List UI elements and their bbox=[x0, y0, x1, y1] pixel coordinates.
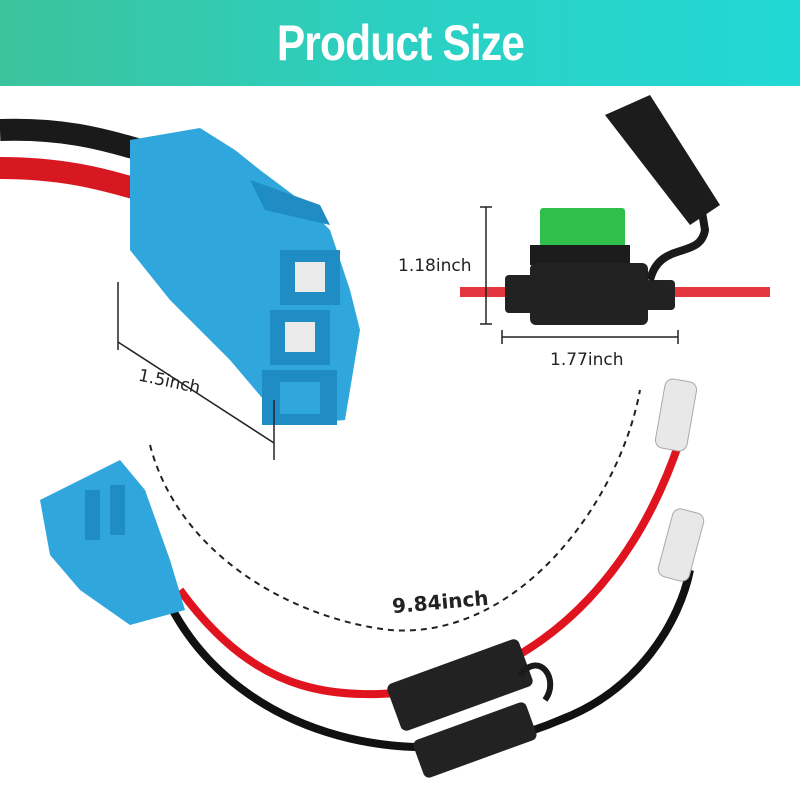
fuse-width-label: 1.77inch bbox=[550, 350, 624, 370]
header-banner: Product Size bbox=[0, 0, 800, 86]
dimension-lines-fuse bbox=[480, 206, 679, 344]
fuse-height-label: 1.18inch bbox=[398, 256, 472, 276]
fuse-holder-large bbox=[460, 95, 770, 325]
dimension-line-connector bbox=[117, 282, 275, 460]
connector-wires-top bbox=[0, 118, 144, 201]
wire-harness bbox=[40, 378, 705, 778]
product-illustration bbox=[0, 95, 770, 778]
dashed-length-arc bbox=[149, 389, 641, 632]
page-title: Product Size bbox=[276, 15, 524, 71]
